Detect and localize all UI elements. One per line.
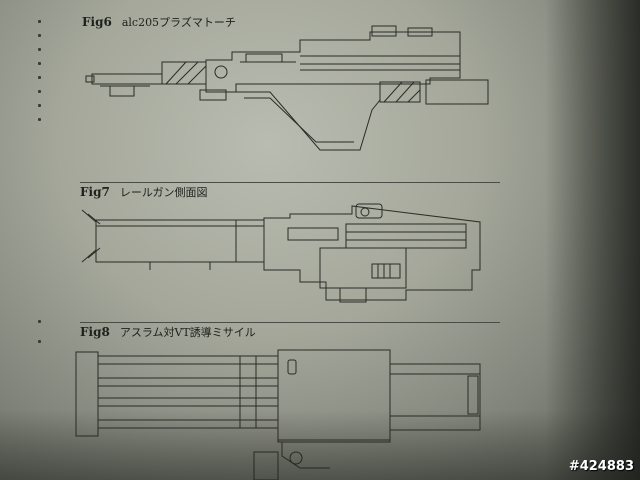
page-bottom-shadow — [0, 410, 640, 480]
fig7-divider — [80, 322, 500, 323]
fig7-caption: Fig7 レールガン側面図 — [80, 184, 208, 200]
page-edge-shadow — [545, 0, 640, 480]
fig6-number: Fig6 — [82, 15, 112, 29]
fig8-caption: Fig8 アスラム対VT誘導ミサイル — [80, 324, 256, 340]
fig6-title: alc205プラズマトーチ — [121, 16, 236, 29]
fig8-number: Fig8 — [80, 325, 110, 339]
fig8-title: アスラム対VT誘導ミサイル — [119, 326, 256, 339]
fig7-title: レールガン側面図 — [119, 186, 208, 199]
margin-dots — [38, 20, 42, 460]
fig6-caption: Fig6 alc205プラズマトーチ — [82, 14, 236, 30]
fig7-number: Fig7 — [80, 185, 110, 199]
fig6-divider — [80, 182, 500, 183]
watermark-id: #424883 — [568, 459, 634, 474]
